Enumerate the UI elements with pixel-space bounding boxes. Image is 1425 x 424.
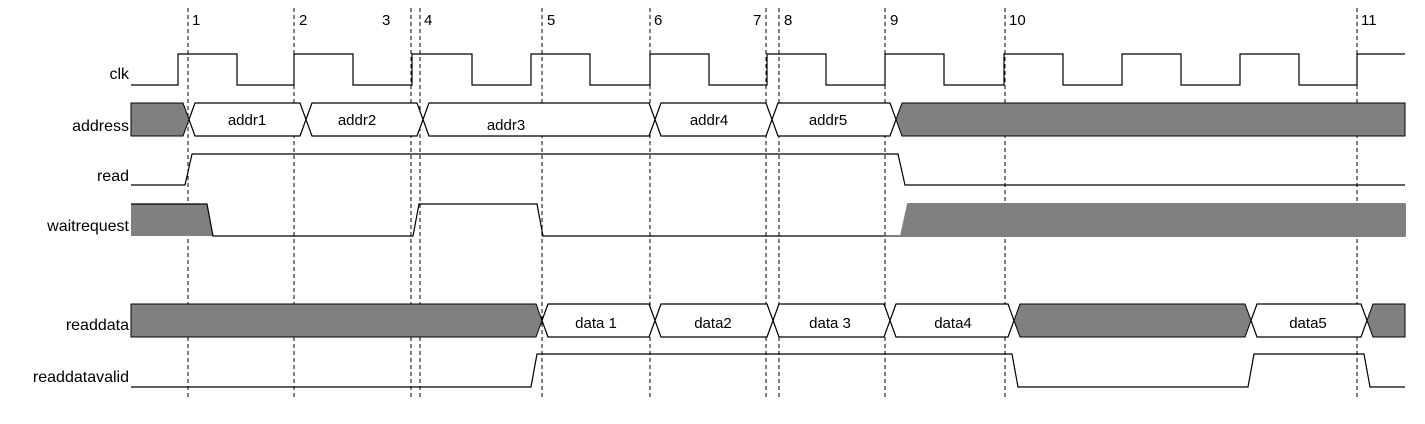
signal-label-read: read: [97, 168, 129, 185]
address-value-addr1: addr1: [228, 112, 266, 129]
signal-labels: clk address read waitrequest readdata re…: [33, 66, 130, 386]
marker-label-1: 1: [192, 12, 200, 29]
readdata-value-data2: data2: [694, 315, 732, 332]
signal-label-readdatavalid: readdatavalid: [33, 369, 129, 386]
marker-label-2: 2: [299, 12, 307, 29]
address-segment-addr3: [422, 102, 656, 137]
marker-label-7: 7: [753, 12, 761, 29]
waitrequest-signal: [131, 203, 1406, 237]
readdata-value-data4: data4: [934, 315, 972, 332]
readdata-undefined-middle: [1013, 303, 1252, 338]
marker-label-10: 10: [1009, 12, 1026, 29]
marker-label-11: 11: [1361, 12, 1377, 29]
readdata-undefined-end: [1366, 303, 1406, 338]
address-value-addr4: addr4: [690, 112, 728, 129]
signal-label-address: address: [72, 118, 129, 135]
signal-label-clk: clk: [109, 66, 130, 83]
readdata-bus: data 1 data2 data 3 data4 data5: [130, 303, 1406, 338]
signal-label-waitrequest: waitrequest: [46, 218, 129, 235]
read-waveform: [131, 153, 1405, 186]
readdata-value-data3: data 3: [809, 315, 851, 332]
marker-label-5: 5: [547, 12, 555, 29]
waitrequest-undefined-end-fill: [900, 204, 1405, 236]
address-undefined-start: [130, 102, 190, 137]
address-undefined-end: [895, 102, 1406, 137]
waitrequest-undefined-start: [131, 204, 213, 236]
marker-label-8: 8: [784, 12, 792, 29]
address-value-addr3: addr3: [487, 117, 525, 134]
clk-waveform: [131, 53, 1405, 86]
readdatavalid-waveform: [131, 353, 1405, 388]
marker-label-9: 9: [890, 12, 898, 29]
address-value-addr5: addr5: [809, 112, 847, 129]
address-bus: addr1 addr2 addr3 addr4 addr5: [130, 102, 1406, 137]
marker-label-3: 3: [382, 12, 390, 29]
signal-label-readdata: readdata: [66, 317, 129, 334]
address-value-addr2: addr2: [338, 112, 376, 129]
marker-label-4: 4: [424, 12, 432, 29]
waitrequest-waveform: [131, 203, 883, 237]
readdata-undefined-start: [130, 303, 543, 338]
readdata-value-data5: data5: [1289, 315, 1327, 332]
marker-label-6: 6: [654, 12, 662, 29]
readdata-value-data1: data 1: [575, 315, 617, 332]
